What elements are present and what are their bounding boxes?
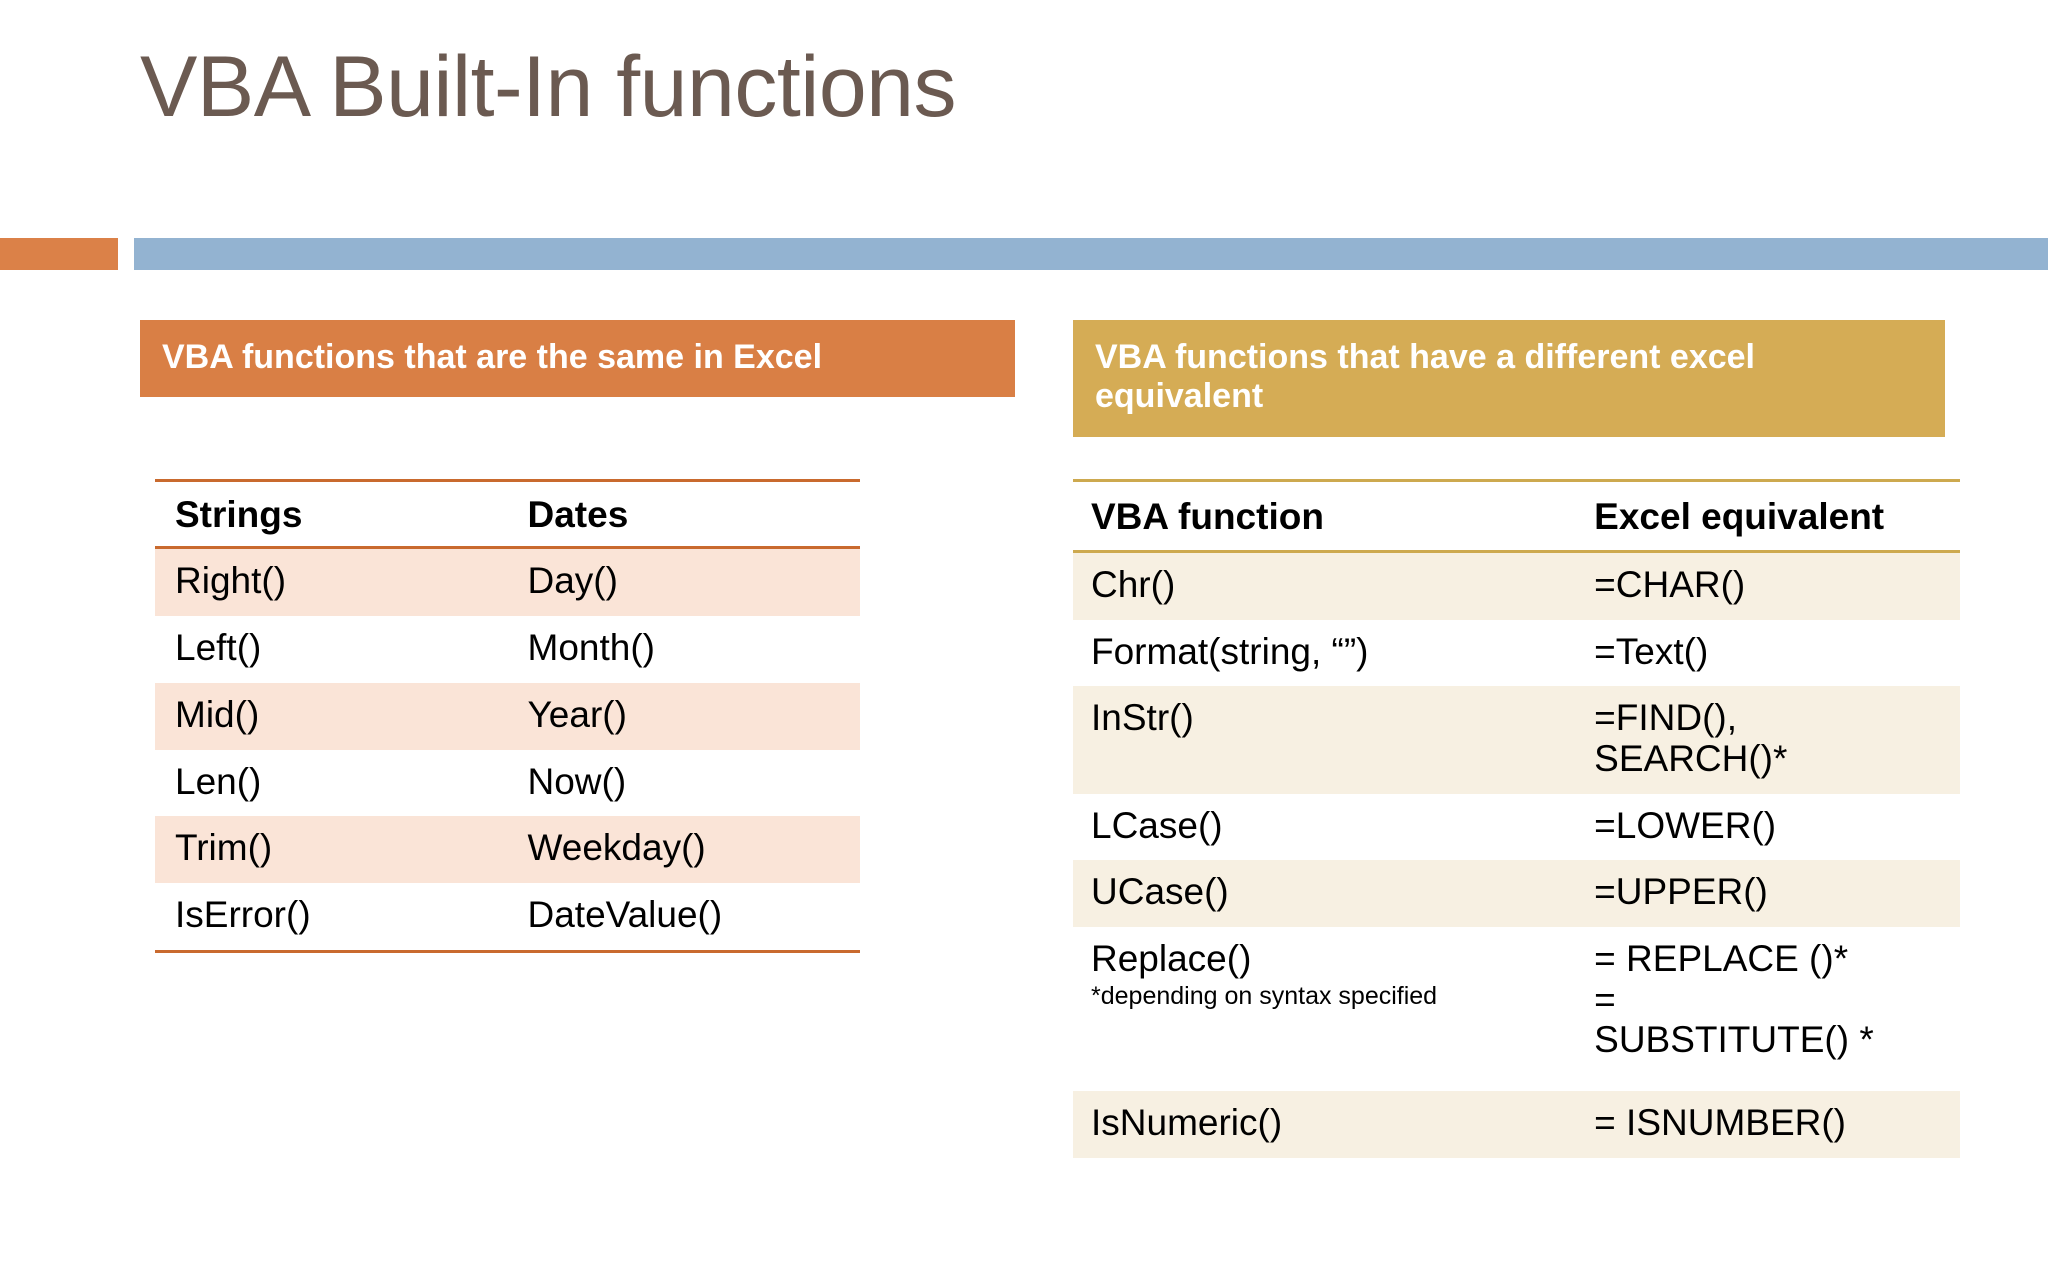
left-panel-header: VBA functions that are the same in Excel bbox=[140, 320, 1015, 398]
table-row: Trim()Weekday() bbox=[155, 816, 860, 883]
string-function-cell: Left() bbox=[175, 627, 262, 669]
page-title: VBA Built-In functions bbox=[140, 39, 957, 135]
date-function-cell: Now() bbox=[527, 760, 627, 802]
vba-function-name: UCase() bbox=[1091, 871, 1229, 913]
excel-equivalent-line: = bbox=[1594, 978, 1616, 1020]
vba-function-cell: LCase() bbox=[1073, 794, 1576, 861]
excel-equivalent-line: =FIND(), bbox=[1594, 697, 1738, 739]
table-spacer-cell bbox=[1576, 1075, 1960, 1091]
excel-equivalent-cell: = REPLACE ()* =SUBSTITUTE() * bbox=[1576, 927, 1960, 1075]
vba-function-name: Replace() bbox=[1091, 938, 1252, 979]
date-function-cell: Day() bbox=[507, 547, 860, 617]
table-row: Right()Day() bbox=[155, 547, 860, 617]
vba-function-cell: UCase() bbox=[1073, 860, 1577, 927]
string-function-cell: Trim() bbox=[155, 816, 508, 883]
table-row: UCase() =UPPER() bbox=[1073, 860, 1960, 927]
table-spacer bbox=[1073, 1075, 1960, 1091]
different-equivalent-table: VBA function Excel equivalent Chr() =CHAR… bbox=[1073, 478, 1960, 1158]
column-header-dates: Dates bbox=[507, 479, 860, 550]
column-header-vba-function: VBA function bbox=[1073, 478, 1577, 553]
vba-function-cell: InStr() bbox=[1073, 686, 1577, 794]
column-header-strings: Strings bbox=[155, 479, 508, 550]
table-row: IsError()DateValue() bbox=[155, 882, 860, 953]
table-spacer-cell bbox=[1073, 1075, 1576, 1091]
excel-equivalent-cell: =CHAR() bbox=[1576, 551, 1960, 620]
excel-equivalent-line: SEARCH()* bbox=[1594, 737, 1788, 779]
right-table-wrapper: VBA function Excel equivalent Chr() =CHAR… bbox=[1073, 478, 1960, 1158]
vba-function-cell: Replace()*depending on syntax specified bbox=[1073, 927, 1576, 1075]
right-panel: VBA functions that have a different exce… bbox=[1073, 320, 1960, 1158]
left-table-wrapper: Strings Dates Right()Day() Left() Month() M… bbox=[155, 479, 860, 953]
table-row: IsNumeric() = ISNUMBER() bbox=[1073, 1091, 1960, 1158]
date-function-cell: Year() bbox=[507, 682, 860, 750]
vba-function-name: Format(string, “”) bbox=[1091, 630, 1369, 672]
excel-equivalent-line: = ISNUMBER() bbox=[1594, 1102, 1846, 1144]
vba-function-name: IsNumeric() bbox=[1091, 1102, 1283, 1144]
string-function-cell: Right() bbox=[155, 547, 508, 617]
vba-function-name: LCase() bbox=[1091, 804, 1223, 846]
syntax-note: *depending on syntax specified bbox=[1091, 981, 1438, 1010]
vba-function-cell: IsNumeric() bbox=[1073, 1091, 1577, 1158]
string-function-cell: Mid() bbox=[155, 682, 508, 750]
excel-equivalent-line: SUBSTITUTE() * bbox=[1594, 1019, 1874, 1061]
table-header-row: VBA function Excel equivalent bbox=[1073, 478, 1960, 553]
string-function-cell: IsError() bbox=[155, 882, 508, 953]
excel-equivalent-cell: =FIND(),SEARCH()* bbox=[1576, 686, 1960, 794]
date-function-cell: Weekday() bbox=[507, 816, 860, 883]
date-function-cell: DateValue() bbox=[507, 882, 860, 953]
excel-equivalent-cell: =UPPER() bbox=[1576, 860, 1960, 927]
vba-function-cell: Chr() bbox=[1073, 551, 1577, 620]
table-row: InStr() =FIND(),SEARCH()* bbox=[1073, 686, 1960, 794]
right-panel-header: VBA functions that have a different exce… bbox=[1073, 320, 1945, 437]
excel-equivalent-line: =UPPER() bbox=[1594, 871, 1768, 913]
left-panel: VBA functions that are the same in Excel… bbox=[140, 320, 1015, 953]
vba-function-name: InStr() bbox=[1091, 697, 1194, 739]
table-row: Left() Month() bbox=[155, 616, 860, 683]
table-row: Format(string, “”) =Text() bbox=[1073, 620, 1960, 687]
string-function-cell: Len() bbox=[175, 760, 262, 802]
table-header-row: Strings Dates bbox=[155, 479, 860, 550]
table-row: Replace()*depending on syntax specified … bbox=[1073, 927, 1960, 1075]
vba-function-cell: Format(string, “”) bbox=[1073, 620, 1576, 687]
vba-function-name: Chr() bbox=[1091, 563, 1176, 605]
table-row: LCase() =LOWER() bbox=[1073, 794, 1960, 861]
excel-equivalent-line: =CHAR() bbox=[1594, 563, 1746, 605]
accent-bar-orange bbox=[0, 238, 118, 270]
excel-equivalent-line: =LOWER() bbox=[1594, 804, 1777, 846]
excel-equivalent-cell: =Text() bbox=[1576, 620, 1960, 687]
excel-equivalent-line: = REPLACE ()* bbox=[1594, 938, 1849, 979]
table-row: Chr() =CHAR() bbox=[1073, 551, 1960, 620]
table-row: Len() Now() bbox=[155, 750, 860, 817]
excel-equivalent-cell: = ISNUMBER() bbox=[1576, 1091, 1960, 1158]
excel-equivalent-line: =Text() bbox=[1594, 630, 1709, 672]
same-functions-table: Strings Dates Right()Day() Left() Month() M… bbox=[155, 479, 860, 953]
accent-bar-blue bbox=[134, 238, 2048, 270]
table-row: Mid()Year() bbox=[155, 682, 860, 750]
excel-equivalent-cell: =LOWER() bbox=[1576, 794, 1960, 861]
column-header-excel-equivalent: Excel equivalent bbox=[1576, 478, 1960, 553]
date-function-cell: Month() bbox=[527, 627, 655, 669]
